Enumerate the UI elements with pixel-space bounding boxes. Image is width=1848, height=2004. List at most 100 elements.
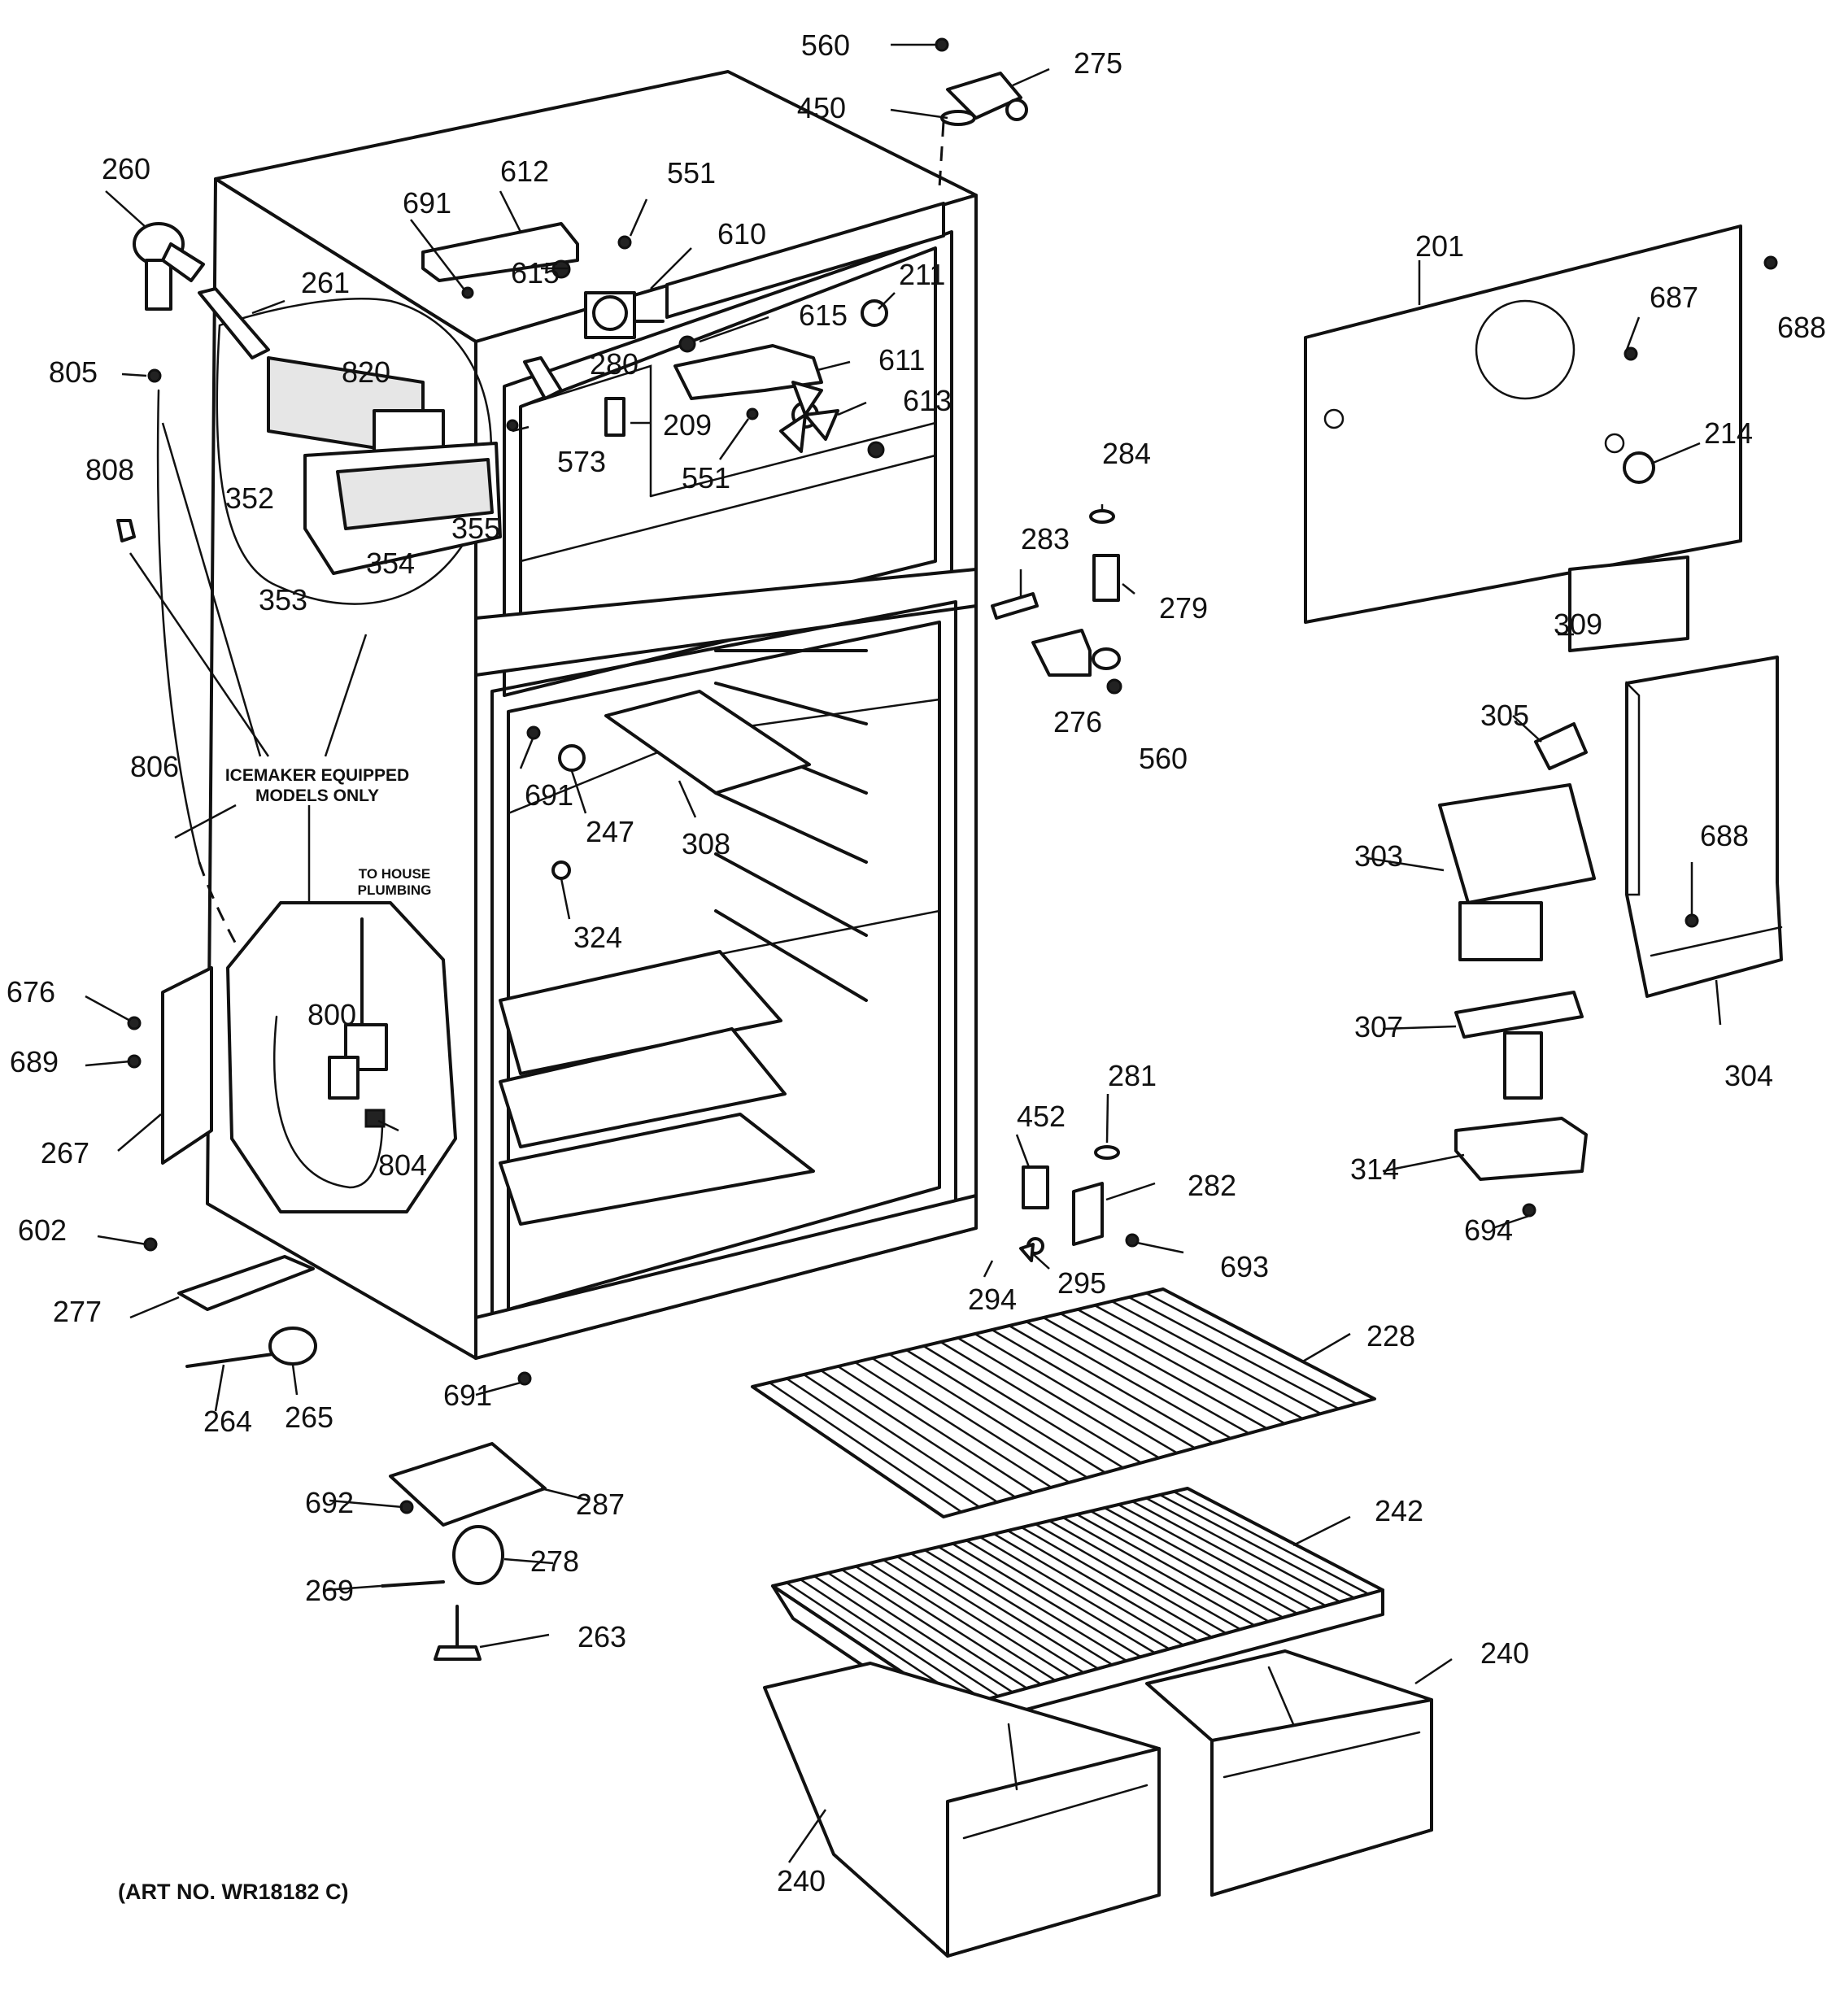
part-label-800: 800 (307, 998, 356, 1031)
crisper-drawer-left (763, 1662, 1161, 1958)
part-label-352: 352 (225, 481, 274, 515)
cover-rib (868, 1562, 1057, 1682)
thermostat-sensor (604, 397, 625, 437)
shelf-wire (1076, 1308, 1286, 1425)
icemaker-fill-tube (156, 389, 201, 864)
part-label-211: 211 (899, 258, 945, 291)
shelf-wire (785, 1377, 981, 1509)
fan-blade (779, 381, 839, 453)
part-label-279: 279 (1159, 591, 1208, 625)
cover-rib (937, 1545, 1128, 1662)
art-number: (ART NO. WR18182 C) (118, 1880, 349, 1904)
part-label-615: 615 (511, 256, 560, 290)
part-label-228: 228 (1366, 1319, 1415, 1353)
fan-bracket (673, 344, 823, 400)
part-label-240: 240 (777, 1864, 826, 1897)
part-label-263: 263 (578, 1620, 626, 1653)
part-247 (558, 744, 586, 772)
part-label-688: 688 (1700, 819, 1749, 852)
icemaker-cutaway (216, 298, 502, 605)
part-label-240: 240 (1480, 1636, 1529, 1670)
part-label-264: 264 (203, 1405, 252, 1438)
cover-rib (923, 1549, 1114, 1666)
cap-280 (523, 356, 563, 400)
part-label-676: 676 (7, 975, 55, 1009)
part-label-287: 287 (576, 1488, 625, 1521)
part-label-806: 806 (130, 750, 179, 783)
leader-lines (85, 43, 1722, 1863)
part-label-309: 309 (1554, 608, 1602, 641)
freezer-bracket-top (421, 222, 579, 282)
part-label-294: 294 (968, 1283, 1017, 1316)
bottom-rail (177, 1255, 315, 1311)
part-label-560: 560 (1139, 742, 1188, 775)
part-label-261: 261 (301, 266, 350, 299)
part-label-610: 610 (717, 217, 766, 250)
cover-rib (1158, 1493, 1356, 1599)
cover-rib (1006, 1529, 1199, 1643)
part-label-209: 209 (663, 408, 712, 442)
shelf-wire (1144, 1292, 1358, 1405)
shelf-wire (939, 1340, 1143, 1464)
drip-tray-314 (1454, 1117, 1588, 1181)
shelf-wire (1025, 1320, 1232, 1440)
clip-808 (116, 519, 136, 542)
cover-rib (1061, 1516, 1256, 1627)
part-label-278: 278 (530, 1544, 579, 1578)
cover-rib (1144, 1496, 1341, 1603)
part-324 (551, 860, 571, 880)
damper-control (584, 291, 665, 339)
cover-rib (978, 1536, 1170, 1650)
shelf-wire (974, 1332, 1179, 1454)
shelf-wire (957, 1336, 1161, 1459)
top-hinge (938, 72, 1028, 188)
plumbing-note-line1: TO HOUSE (359, 866, 430, 882)
evaporator-cover (1304, 224, 1742, 624)
part-label-613: 613 (903, 384, 952, 417)
part-label-277: 277 (53, 1295, 102, 1328)
shelf-wire (854, 1361, 1053, 1488)
part-label-247: 247 (586, 815, 634, 848)
cover-rib (951, 1542, 1142, 1658)
part-label-804: 804 (378, 1148, 427, 1182)
part-label-284: 284 (1102, 437, 1151, 470)
tube-clip (147, 368, 162, 383)
tube-dashed (198, 861, 270, 1001)
shelf-wire (905, 1348, 1106, 1474)
icemaker-note-line1: ICEMAKER EQUIPPED (225, 766, 409, 785)
shelf-wire (1110, 1300, 1322, 1415)
part-label-691: 691 (443, 1379, 492, 1412)
part-label-808: 808 (85, 453, 134, 486)
actuator-307 (1454, 991, 1584, 1100)
cover-rib (1048, 1519, 1242, 1631)
cover-rib (1172, 1490, 1370, 1596)
part-label-314: 314 (1350, 1152, 1399, 1186)
part-label-611: 611 (878, 343, 925, 377)
icemaker-note-line2: MODELS ONLY (255, 786, 379, 805)
pin-269 (381, 1580, 445, 1588)
part-label-269: 269 (305, 1574, 354, 1607)
part-label-201: 201 (1415, 229, 1464, 263)
part-label-267: 267 (41, 1136, 89, 1170)
part-label-295: 295 (1057, 1266, 1106, 1300)
shelf-wire (871, 1357, 1070, 1483)
cover-rib (1034, 1523, 1227, 1635)
part-label-324: 324 (573, 921, 622, 954)
part-label-551: 551 (682, 461, 730, 494)
cover-rib (1089, 1510, 1284, 1619)
part-label-689: 689 (10, 1045, 59, 1078)
part-label-687: 687 (1650, 281, 1698, 314)
part-label-260: 260 (102, 152, 150, 185)
cover-rib (840, 1568, 1028, 1690)
shelf-308 (604, 690, 811, 795)
cover-rib (1075, 1513, 1270, 1623)
cover-rib (965, 1539, 1157, 1654)
mounting-plate (389, 1442, 547, 1527)
cover-rib (909, 1552, 1100, 1670)
part-label-214: 214 (1704, 416, 1753, 450)
cover-rib (896, 1555, 1085, 1674)
part-label-355: 355 (451, 512, 500, 545)
water-fill-cup (133, 222, 205, 311)
